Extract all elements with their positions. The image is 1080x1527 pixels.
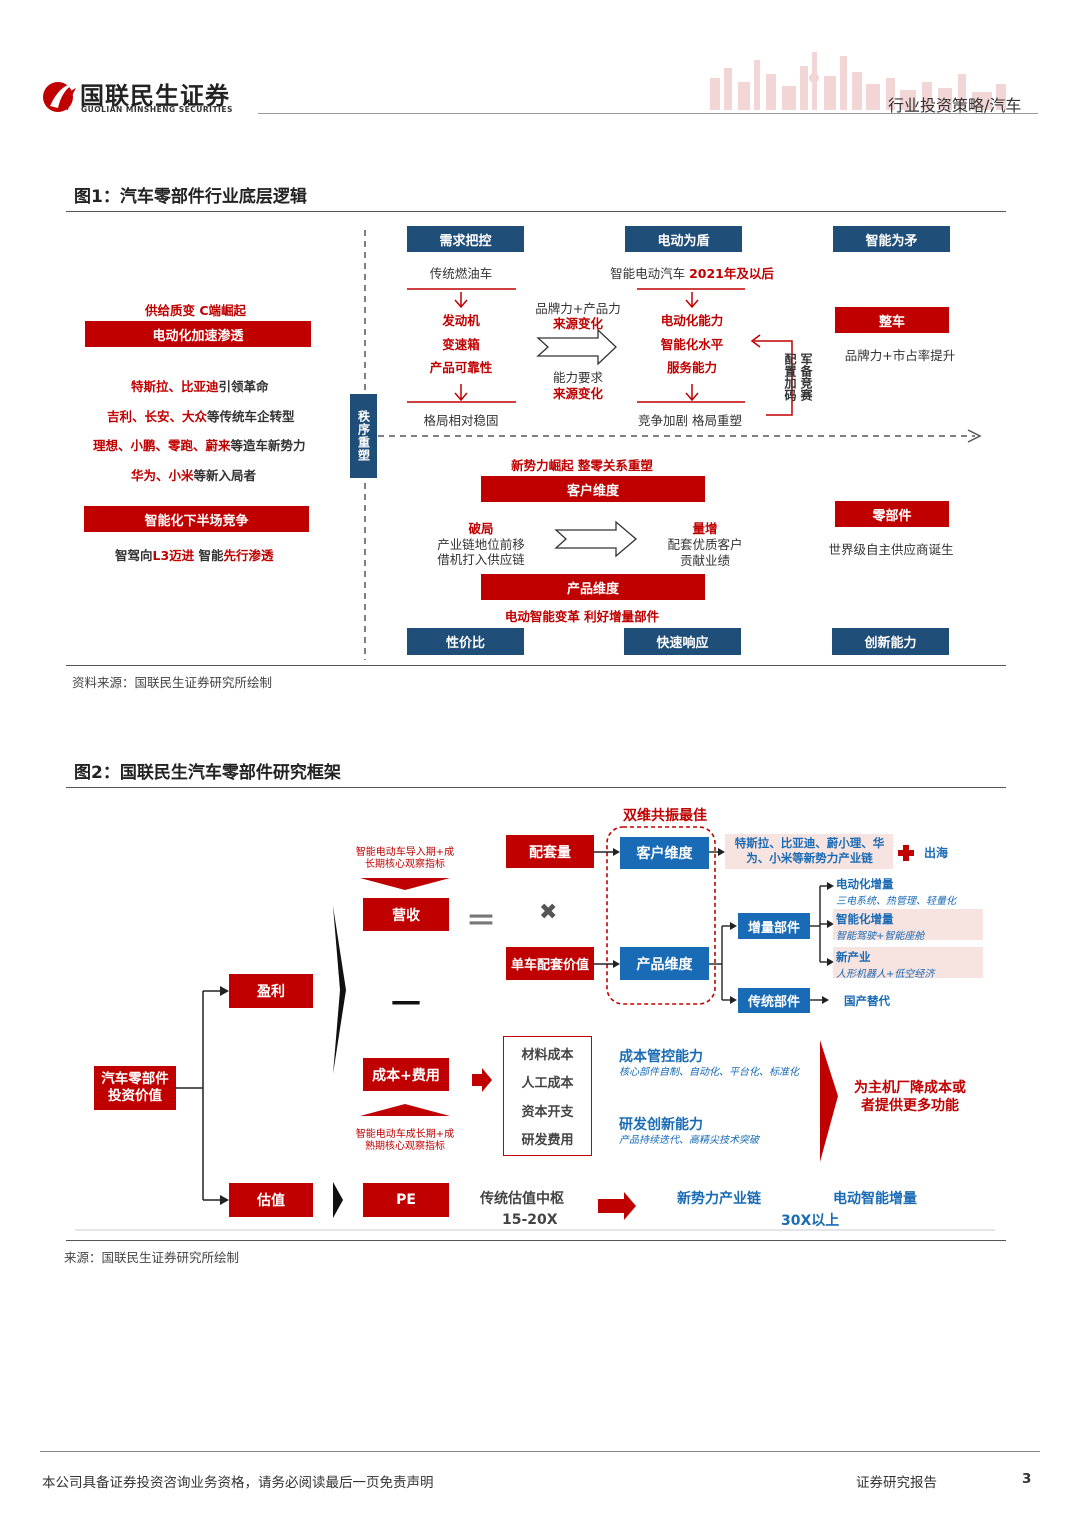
- customers-text: 特斯拉、比亚迪、蔚小理、华为、小米等新势力产业链: [727, 836, 892, 866]
- fig2-bottom-rule: [66, 1240, 1006, 1241]
- tree-arrow-icon: [220, 986, 229, 996]
- revenue-down-triangle-icon: [360, 878, 450, 890]
- footer-disclaimer: 本公司具备证券投资咨询业务资格，请务必阅读最后一页免责声明: [42, 1471, 434, 1491]
- cost-list-box: 材料成本 人工成本 资本开支 研发费用: [503, 1036, 592, 1156]
- minus-sign: －: [388, 975, 424, 1027]
- inc-item-sub: 人形机器人+低空经济: [836, 965, 934, 980]
- pe-new-label-1: 新势力产业链: [677, 1188, 761, 1208]
- inc-item-3: 新产业 人形机器人+低空经济: [836, 949, 934, 980]
- cost-item: 资本开支: [504, 1101, 591, 1120]
- inc-item-1: 电动化增量 三电系统、热管理、轻量化: [836, 876, 956, 907]
- revenue-note: 智能电动车导入期+成长期核心观察指标: [352, 847, 458, 871]
- fig2-source: 来源：国联民生证券研究所绘制: [64, 1247, 239, 1266]
- volume-box: 配套量: [506, 835, 594, 868]
- big-chevron-icon: [333, 906, 346, 1074]
- times-sign: ✖: [539, 900, 557, 925]
- cost-item: 材料成本: [504, 1044, 591, 1063]
- customer-dim-box: 客户维度: [620, 837, 709, 869]
- small-chevron-icon: [333, 1182, 343, 1218]
- cap1-sub: 核心部件自制、自动化、平台化、标准化: [619, 1063, 799, 1078]
- pe-trad-label: 传统估值中枢: [480, 1188, 564, 1208]
- profit-box: 盈利: [229, 974, 313, 1008]
- cap2-sub: 产品持续迭代、高精尖技术突破: [619, 1131, 759, 1146]
- double-label: 双维共振最佳: [623, 805, 707, 825]
- unit-value-box: 单车配套价值: [506, 947, 594, 980]
- tree-arrow-icon: [220, 1195, 229, 1205]
- pe-arrow-icon: [598, 1192, 636, 1220]
- page-number: 3: [1022, 1471, 1031, 1487]
- domestic-text: 国产替代: [844, 993, 890, 1009]
- root-box: 汽车零部件投资价值: [94, 1066, 176, 1110]
- product-dim-box: 产品维度: [620, 947, 709, 980]
- outcome-chevron-icon: [820, 1040, 838, 1162]
- equals-sign: ＝: [466, 896, 496, 940]
- inc-item-2: 智能化增量 智能驾驶+智能座舱: [836, 911, 924, 942]
- pe-box: PE: [363, 1183, 449, 1217]
- valuation-box: 估值: [229, 1183, 313, 1217]
- inc-item-title: 电动化增量: [836, 876, 956, 892]
- pe-new-value: 30X以上: [781, 1210, 839, 1230]
- footer-rule: [40, 1451, 1040, 1452]
- cost-item: 研发费用: [504, 1129, 591, 1148]
- inc-item-title: 新产业: [836, 949, 934, 965]
- overseas-text: 出海: [924, 844, 948, 861]
- outcome-text: 为主机厂降成本或者提供更多功能: [848, 1079, 972, 1115]
- cost-arrow-icon: [472, 1068, 492, 1092]
- root-text: 汽车零部件投资价值: [97, 1071, 173, 1105]
- pe-trad-value: 15-20X: [502, 1212, 558, 1228]
- incremental-box: 增量部件: [738, 913, 810, 939]
- cost-up-triangle-icon: [360, 1104, 450, 1116]
- pe-new-label-2: 电动智能增量: [833, 1188, 917, 1208]
- inc-item-sub: 三电系统、热管理、轻量化: [836, 892, 956, 907]
- plus-icon: [898, 845, 914, 861]
- cost-item: 人工成本: [504, 1072, 591, 1091]
- inc-item-title: 智能化增量: [836, 911, 924, 927]
- revenue-box: 营收: [363, 898, 449, 931]
- cost-note: 智能电动车成长期+成熟期核心观察指标: [352, 1129, 458, 1153]
- traditional-box: 传统部件: [738, 988, 810, 1013]
- cost-box: 成本+费用: [363, 1058, 449, 1091]
- inc-item-sub: 智能驾驶+智能座舱: [836, 927, 924, 942]
- footer-report: 证券研究报告: [856, 1471, 937, 1491]
